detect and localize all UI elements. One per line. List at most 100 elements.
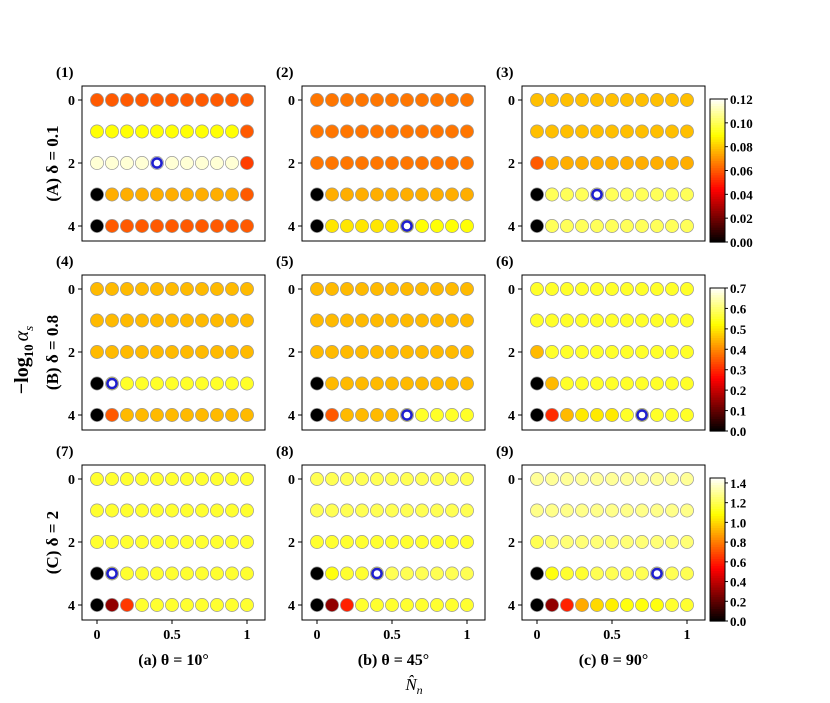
data-point	[650, 313, 664, 328]
data-point	[310, 598, 324, 612]
svg-text:−log10αs: −log10αs	[11, 326, 36, 395]
data-point	[370, 282, 384, 296]
data-point	[105, 535, 119, 549]
colorbar-segment	[710, 218, 725, 222]
colorbar-segment	[710, 568, 725, 572]
colorbar: 0.00.20.40.60.81.01.21.4	[709, 476, 747, 629]
y-tick-label: 4	[68, 220, 75, 235]
data-point	[150, 472, 164, 486]
colorbar-segment	[710, 222, 725, 226]
data-point	[325, 535, 339, 549]
colorbar-segment	[710, 347, 725, 351]
data-point	[545, 124, 559, 139]
data-point	[650, 282, 664, 296]
x-tick-label: 0	[94, 628, 101, 643]
data-point	[430, 219, 444, 233]
data-point	[310, 219, 324, 233]
colorbar-segment	[710, 184, 725, 188]
data-point	[135, 345, 149, 359]
data-point	[545, 187, 559, 202]
data-point	[560, 313, 574, 328]
colorbar-segment	[710, 134, 725, 138]
data-point	[430, 156, 444, 170]
data-point	[120, 566, 134, 581]
data-point	[180, 282, 194, 296]
data-point	[210, 535, 224, 549]
data-point	[560, 156, 574, 170]
colorbar-segment	[710, 125, 725, 129]
data-point	[240, 376, 254, 391]
data-point	[120, 345, 134, 359]
colorbar-segment	[710, 220, 725, 224]
colorbar-segment	[710, 180, 725, 184]
colorbar-segment	[710, 416, 725, 420]
data-point	[545, 156, 559, 170]
colorbar-segment	[710, 426, 725, 430]
data-point	[105, 124, 119, 139]
colorbar-segment	[710, 239, 725, 243]
data-point	[355, 124, 369, 139]
data-point	[135, 376, 149, 391]
colorbar-segment	[710, 158, 725, 162]
data-point	[120, 93, 134, 107]
data-point	[575, 472, 589, 486]
data-point	[325, 282, 339, 296]
data-point	[225, 598, 239, 612]
data-point	[605, 408, 619, 422]
data-point	[120, 219, 134, 233]
data-point	[460, 219, 474, 233]
data-point	[605, 313, 619, 328]
data-point	[240, 345, 254, 359]
data-point	[415, 156, 429, 170]
colorbar-tick-label: 0.0	[730, 614, 746, 629]
data-point	[240, 93, 254, 107]
colorbar-segment	[710, 206, 725, 210]
data-point	[340, 408, 354, 422]
colorbar-segment	[710, 316, 725, 320]
colorbar-segment	[710, 578, 725, 582]
data-point	[545, 408, 559, 422]
data-point	[180, 566, 194, 581]
data-point	[635, 345, 649, 359]
data-point	[430, 282, 444, 296]
data-point	[225, 282, 239, 296]
data-point	[575, 187, 589, 202]
colorbar-segment	[710, 189, 725, 193]
colorbar-segment	[710, 203, 725, 207]
colorbar-segment	[710, 311, 725, 315]
colorbar-segment	[710, 421, 725, 425]
data-point	[340, 124, 354, 139]
y-tick-label: 0	[288, 94, 295, 109]
data-point	[195, 313, 209, 328]
data-point	[385, 124, 399, 139]
data-point	[225, 566, 239, 581]
colorbar-segment	[710, 580, 725, 584]
data-point	[310, 156, 324, 170]
data-point	[340, 535, 354, 549]
colorbar-segment	[710, 172, 725, 176]
data-point	[310, 566, 324, 581]
colorbar-segment	[710, 357, 725, 361]
data-point	[90, 282, 104, 296]
data-point	[325, 219, 339, 233]
data-point	[560, 503, 574, 518]
data-point	[370, 376, 384, 391]
colorbar-tick-label: 0.5	[730, 322, 747, 337]
data-point	[665, 376, 679, 391]
colorbar-segment	[710, 359, 725, 363]
data-point	[310, 187, 324, 202]
data-point	[180, 313, 194, 328]
colorbar-segment	[710, 487, 725, 491]
data-point	[650, 219, 664, 233]
colorbar-segment	[710, 566, 725, 570]
colorbar-segment	[710, 485, 725, 489]
data-point	[680, 93, 694, 107]
y-tick-label: 4	[288, 409, 295, 424]
data-point	[340, 472, 354, 486]
data-point	[460, 93, 474, 107]
data-point	[310, 282, 324, 296]
data-point	[225, 219, 239, 233]
data-point	[620, 93, 634, 107]
data-point	[325, 408, 339, 422]
data-point	[150, 313, 164, 328]
